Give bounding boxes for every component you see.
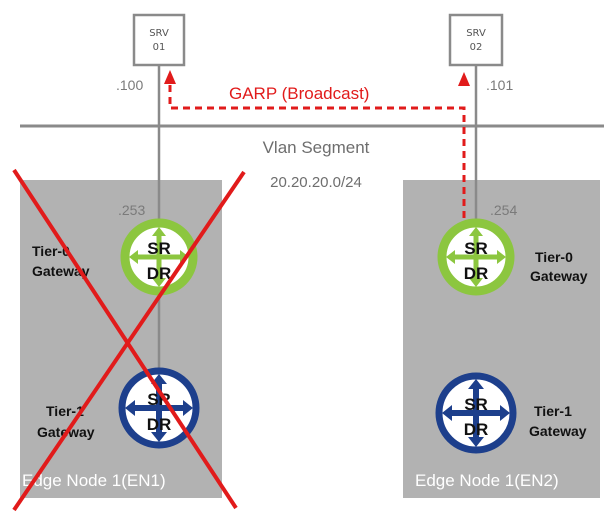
srv01-line1: SRV (149, 28, 169, 39)
edge-node-box-2 (403, 180, 600, 498)
en2-tier1-router[interactable]: SR DR (435, 372, 517, 454)
srv02-ip: .101 (486, 77, 513, 93)
en1-uplink-ip: .253 (118, 202, 145, 218)
en2-tier1-label-line2: Gateway (529, 423, 587, 439)
en2-node-label: Edge Node 1(EN2) (415, 471, 559, 490)
srv01-ip: .100 (116, 77, 143, 93)
garp-label: GARP (Broadcast) (229, 84, 369, 103)
garp-arrowhead-srv02 (458, 72, 470, 86)
en2-tier1-dr-label: DR (464, 420, 489, 439)
en1-tier0-dr-label: DR (147, 264, 172, 283)
srv02-line1: SRV (466, 28, 486, 39)
en1-tier1-label-line1: Tier-1 (46, 403, 84, 419)
srv02-line2: 02 (470, 42, 483, 53)
en2-tier0-router[interactable]: SR DR (437, 218, 515, 296)
en1-failure-x (12, 168, 246, 512)
en2-uplink-ip: .254 (490, 202, 517, 218)
garp-broadcast-path (164, 70, 470, 218)
garp-arrowhead-srv01 (164, 70, 176, 84)
en2-tier1-sr-label: SR (464, 395, 488, 414)
segment-subnet: 20.20.20.0/24 (270, 174, 362, 191)
en2-tier0-label-line1: Tier-0 (535, 249, 573, 265)
en1-tier1-dr-label: DR (147, 415, 172, 434)
en2-tier0-sr-label: SR (464, 239, 488, 258)
server-srv02[interactable]: SRV 02 (448, 13, 504, 67)
en2-tier0-dr-label: DR (464, 264, 489, 283)
en1-tier0-router[interactable]: SR DR (120, 218, 198, 296)
srv01-line2: 01 (153, 42, 166, 53)
en1-tier0-sr-label: SR (147, 239, 171, 258)
en2-tier0-label-line2: Gateway (530, 268, 588, 284)
segment-name: Vlan Segment (263, 138, 370, 157)
en1-tier1-router[interactable]: SR DR (118, 367, 200, 449)
en1-node-label: Edge Node 1(EN1) (22, 471, 166, 490)
server-srv01[interactable]: SRV 01 (132, 13, 186, 67)
en1-tier1-sr-label: SR (147, 390, 171, 409)
en2-tier1-label-line1: Tier-1 (534, 403, 572, 419)
en1-tier0-label-line1: Tier-0 (32, 243, 70, 259)
